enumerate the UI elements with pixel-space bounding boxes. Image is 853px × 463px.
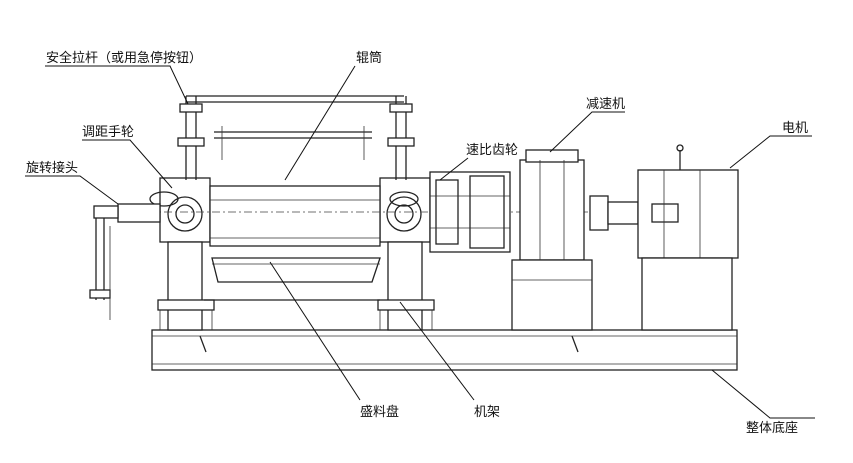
base-structure xyxy=(151,329,738,371)
left-frame xyxy=(149,177,215,331)
label-frame: 机架 xyxy=(474,405,500,420)
coupling xyxy=(589,195,639,231)
leader-lines xyxy=(25,65,815,419)
safety-bar xyxy=(177,95,415,180)
rotary-joint xyxy=(89,203,161,320)
label-roller: 辊筒 xyxy=(356,50,382,66)
motor xyxy=(637,144,739,331)
label-tray: 盛料盘 xyxy=(360,404,399,420)
tray xyxy=(204,257,381,301)
reducer xyxy=(511,149,593,331)
label-safety-bar: 安全拉杆（或用急停按钮） xyxy=(46,50,202,66)
right-frame xyxy=(377,177,435,331)
label-base: 整体底座 xyxy=(746,420,798,436)
label-rotary-joint: 旋转接头 xyxy=(26,160,78,176)
speed-ratio-gear xyxy=(429,171,511,253)
label-adjust-wheel: 调距手轮 xyxy=(82,125,134,140)
label-motor: 电机 xyxy=(782,121,808,136)
label-reducer: 减速机 xyxy=(586,97,625,112)
label-speed-gear: 速比齿轮 xyxy=(466,143,518,158)
